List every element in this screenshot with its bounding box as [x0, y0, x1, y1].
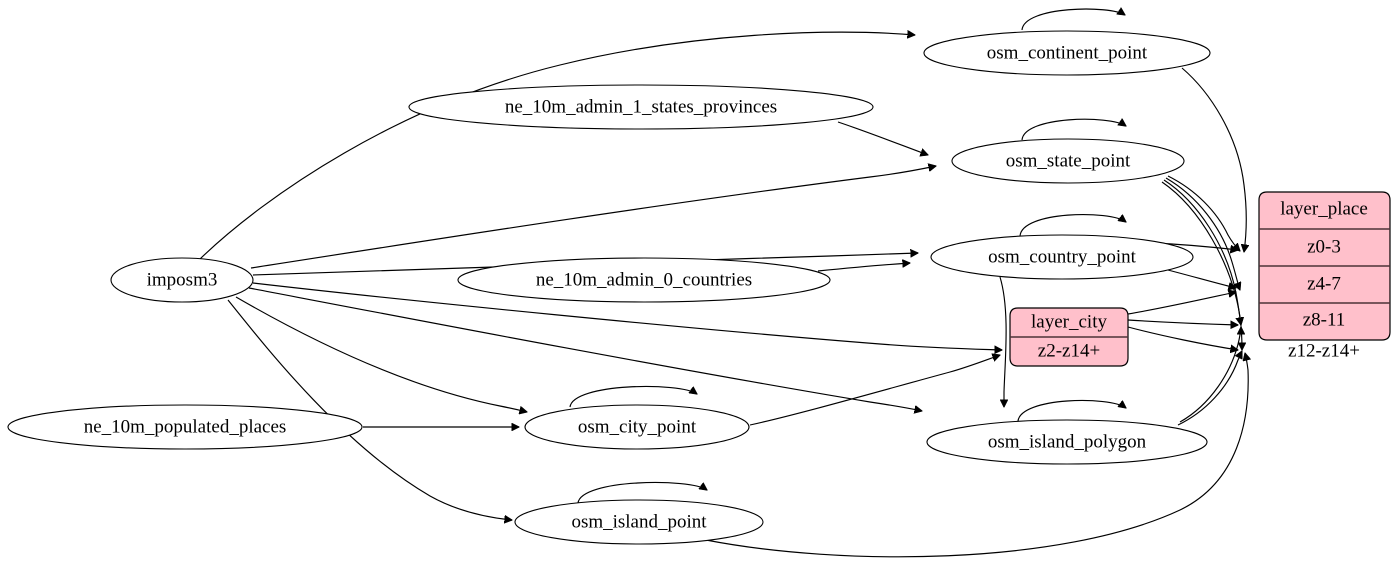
edge-layer-city-to-layer-place-z4-7 [1127, 292, 1236, 315]
edge-imposm3-to-osm-city-point [235, 296, 527, 412]
node-ne-10m-admin-1-states-provinces[interactable]: ne_10m_admin_1_states_provinces [408, 84, 874, 130]
node-osm-island-polygon-label: osm_island_polygon [988, 431, 1147, 452]
node-osm-island-polygon[interactable]: osm_island_polygon [926, 419, 1208, 465]
node-osm-state-point[interactable]: osm_state_point [951, 138, 1185, 184]
edge-imposm3-to-osm-continent-point [199, 32, 915, 260]
edge-osm-continent-point-self-loop [1021, 9, 1125, 31]
edge-layer-city-to-layer-place-z8-11 [1127, 319, 1238, 325]
node-imposm3-label: imposm3 [147, 269, 218, 290]
edge-layer-city-to-layer-place-z12-z14 [1127, 326, 1238, 350]
edge-osm-island-point-self-loop [577, 481, 707, 504]
edge-osm-country-point-to-layer-place-z4-7 [1159, 267, 1236, 288]
layer-place-row-z4-7[interactable]: z4-7 [1307, 273, 1341, 294]
edge-imposm3-to-osm-island-polygon [248, 287, 922, 411]
edge-osm-state-point-to-layer-place-z12-z14 [1161, 181, 1242, 350]
edge-osm-country-point-to-osm-island-polygon [999, 276, 1006, 407]
edge-osm-island-polygon-self-loop [1017, 399, 1126, 422]
layer-place-row-z0-3[interactable]: z0-3 [1307, 236, 1341, 257]
edge-osm-island-polygon-to-layer-place-z8-11 [1179, 327, 1241, 423]
edge-osm-island-polygon-to-layer-place-z12-z14 [1177, 351, 1242, 426]
edge-osm-state-point-to-layer-place-z0-3 [1167, 175, 1240, 251]
edge-osm-island-point-to-layer-place-z12-z14 [705, 353, 1248, 558]
edge-layer [199, 9, 1248, 558]
node-imposm3[interactable]: imposm3 [110, 257, 254, 303]
node-layer-city[interactable]: layer_city z2-z14+ [1009, 307, 1129, 367]
node-ne-10m-admin-0-countries-label: ne_10m_admin_0_countries [536, 269, 752, 290]
node-osm-country-point[interactable]: osm_country_point [930, 234, 1194, 280]
node-osm-state-point-label: osm_state_point [1006, 150, 1131, 171]
layer-place-title: layer_place [1280, 198, 1368, 219]
layer-place-row-z8-11[interactable]: z8-11 [1303, 309, 1346, 330]
node-osm-country-point-label: osm_country_point [988, 246, 1136, 267]
node-osm-island-point[interactable]: osm_island_point [514, 499, 764, 545]
node-layer-place[interactable]: layer_place z0-3 z4-7 z8-11 z12-z14+ [1258, 191, 1391, 361]
layer-city-title: layer_city [1031, 311, 1107, 332]
edge-osm-city-point-to-layer-city [749, 355, 1000, 426]
edge-osm-city-point-self-loop [569, 385, 697, 408]
edge-ne-admin-0-countries-to-osm-country-point [817, 263, 910, 272]
edge-osm-state-point-self-loop [1021, 119, 1126, 141]
layer-city-row-z2-z14[interactable]: z2-z14+ [1038, 340, 1100, 361]
node-ne-10m-populated-places-label: ne_10m_populated_places [84, 416, 287, 437]
node-osm-city-point-label: osm_city_point [578, 416, 697, 437]
node-ne-10m-admin-1-states-provinces-label: ne_10m_admin_1_states_provinces [505, 96, 777, 117]
node-osm-continent-point-label: osm_continent_point [987, 42, 1148, 63]
node-ne-10m-admin-0-countries[interactable]: ne_10m_admin_0_countries [457, 257, 831, 303]
edge-ne-states-provinces-to-osm-state-point [837, 121, 928, 155]
node-osm-island-point-label: osm_island_point [571, 511, 707, 532]
node-layer: imposm3 ne_10m_admin_1_states_provinces … [7, 30, 1391, 545]
edge-imposm3-to-osm-state-point [250, 166, 936, 269]
edge-imposm3-to-osm-island-point [227, 299, 512, 520]
edge-osm-continent-point-to-layer-place-z0-3 [1181, 67, 1246, 252]
node-osm-city-point[interactable]: osm_city_point [524, 404, 750, 450]
node-osm-continent-point[interactable]: osm_continent_point [923, 30, 1211, 76]
edge-osm-state-point-to-layer-place-z4-7 [1165, 177, 1240, 290]
edge-imposm3-to-layer-city [252, 282, 1002, 350]
node-ne-10m-populated-places[interactable]: ne_10m_populated_places [7, 404, 363, 450]
layer-place-row-z12-z14[interactable]: z12-z14+ [1288, 340, 1360, 361]
edge-osm-country-point-self-loop [1019, 213, 1126, 237]
